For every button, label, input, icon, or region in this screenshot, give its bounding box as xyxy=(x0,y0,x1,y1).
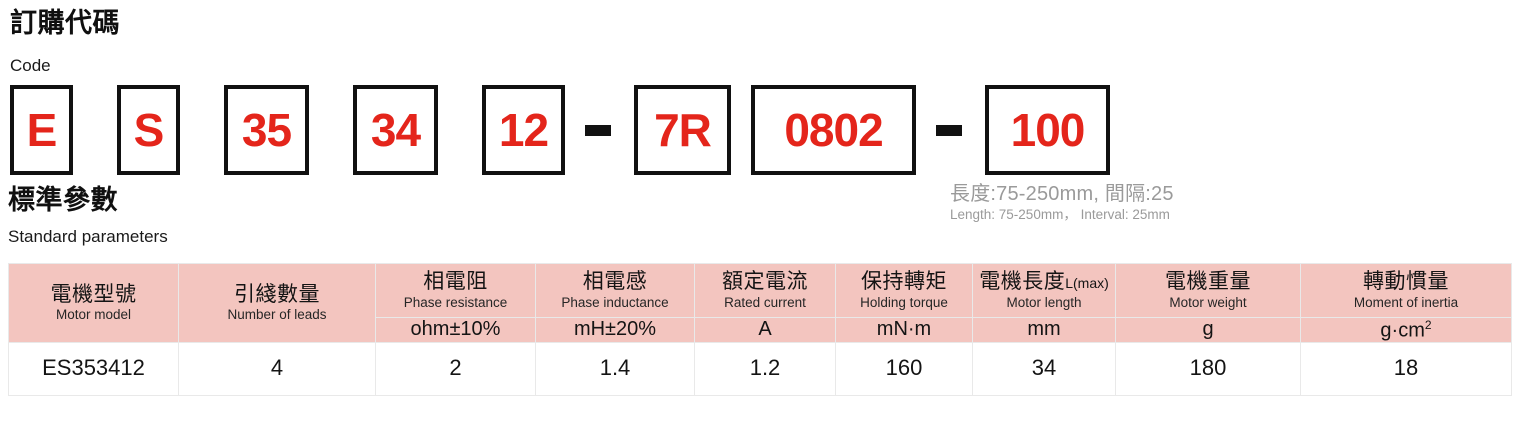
col-header-moment-of-inertia: 轉動慣量 Moment of inertia xyxy=(1300,263,1512,318)
cell-number-of-leads: 4 xyxy=(178,342,376,397)
col-header-motor-length-en: Motor length xyxy=(1006,294,1082,310)
code-box-4[interactable]: 34 xyxy=(353,85,438,175)
code-box-1[interactable]: E xyxy=(10,85,73,175)
standard-parameters-subtitle: Standard parameters xyxy=(8,227,168,246)
code-box-7[interactable]: 0802 xyxy=(751,85,916,175)
unit-motor-length: mm xyxy=(972,316,1116,344)
table-row: ES353412 4 2 1.4 1.2 160 34 180 18 xyxy=(8,342,1512,397)
code-box-3[interactable]: 35 xyxy=(224,85,309,175)
order-code-title: 訂購代碼 xyxy=(10,8,120,38)
order-code-boxes: E S 35 34 12 7R 0802 100 xyxy=(10,85,1130,175)
table-header-row-titles: 電機型號 Motor model 引綫數量 Number of leads 相電… xyxy=(8,262,1512,344)
col-header-phase-inductance-en: Phase inductance xyxy=(561,294,669,310)
col-header-motor-weight: 電機重量 Motor weight xyxy=(1115,263,1301,318)
col-header-motor-weight-en: Motor weight xyxy=(1169,294,1247,310)
code-box-2[interactable]: S xyxy=(117,85,180,175)
code-box-6[interactable]: 7R xyxy=(634,85,731,175)
code-separator-dash-1 xyxy=(585,124,611,136)
col-header-phase-resistance-cn: 相電阻 xyxy=(423,270,488,293)
length-note-cn: 長度:75-250mm, 間隔:25 xyxy=(950,183,1174,205)
col-header-phase-resistance: 相電阻 Phase resistance xyxy=(375,263,536,318)
col-header-holding-torque-en: Holding torque xyxy=(860,294,948,310)
col-header-rated-current-cn: 額定電流 xyxy=(722,270,808,293)
length-note-en: Length: 75-250mm， Interval: 25mm xyxy=(950,207,1170,222)
col-header-motor-model: 電機型號 Motor model xyxy=(8,262,179,344)
col-header-holding-torque: 保持轉矩 Holding torque xyxy=(835,263,973,318)
unit-moment-of-inertia-sup: 2 xyxy=(1424,317,1432,332)
code-box-4-value: 34 xyxy=(370,104,421,156)
unit-rated-current: A xyxy=(694,316,836,344)
col-header-moment-of-inertia-en: Moment of inertia xyxy=(1353,294,1459,310)
col-header-rated-current: 額定電流 Rated current xyxy=(694,263,836,318)
cell-motor-weight: 180 xyxy=(1115,342,1301,397)
unit-phase-resistance: ohm±10% xyxy=(375,316,536,344)
code-box-5[interactable]: 12 xyxy=(482,85,565,175)
cell-holding-torque: 160 xyxy=(835,342,973,397)
code-box-2-value: S xyxy=(133,104,165,156)
col-header-motor-weight-cn: 電機重量 xyxy=(1165,270,1251,293)
cell-moment-of-inertia: 18 xyxy=(1300,342,1512,397)
unit-moment-of-inertia: g·cm2 xyxy=(1300,316,1512,344)
col-header-number-of-leads-en: Number of leads xyxy=(227,307,327,323)
col-header-motor-length: 電機長度L(max) Motor length xyxy=(972,263,1116,318)
order-code-subtitle: Code xyxy=(10,56,51,75)
cell-motor-length: 34 xyxy=(972,342,1116,397)
code-box-5-value: 12 xyxy=(498,104,549,156)
code-box-6-value: 7R xyxy=(654,104,712,156)
col-header-moment-of-inertia-cn: 轉動慣量 xyxy=(1363,270,1449,293)
col-header-motor-length-sup: L(max) xyxy=(1065,275,1109,291)
col-header-phase-resistance-en: Phase resistance xyxy=(403,294,508,310)
code-box-1-value: E xyxy=(26,104,58,156)
code-box-8[interactable]: 100 xyxy=(985,85,1110,175)
unit-moment-of-inertia-text: g·cm xyxy=(1380,319,1425,342)
col-header-rated-current-en: Rated current xyxy=(724,294,806,310)
cell-phase-inductance: 1.4 xyxy=(535,342,695,397)
code-separator-dash-2 xyxy=(936,124,962,136)
cell-motor-model: ES353412 xyxy=(8,342,179,397)
standard-parameters-title: 標準參數 xyxy=(8,185,118,215)
col-header-phase-inductance: 相電感 Phase inductance xyxy=(535,263,695,318)
table-header-row-units: ohm±10% mH±20% A mN·m mm g g·cm2 xyxy=(9,316,1512,344)
standard-parameters-table: 電機型號 Motor model 引綫數量 Number of leads 相電… xyxy=(8,262,1512,397)
code-box-7-value: 0802 xyxy=(784,104,883,156)
code-box-3-value: 35 xyxy=(241,104,292,156)
length-note: 長度:75-250mm, 間隔:25 Length: 75-250mm， Int… xyxy=(950,183,1174,223)
col-header-number-of-leads-cn: 引綫數量 xyxy=(234,282,320,306)
cell-rated-current: 1.2 xyxy=(694,342,836,397)
unit-motor-weight: g xyxy=(1115,316,1301,344)
code-box-8-value: 100 xyxy=(1010,104,1086,156)
col-header-number-of-leads: 引綫數量 Number of leads xyxy=(178,262,376,344)
col-header-motor-model-en: Motor model xyxy=(55,307,132,323)
col-header-motor-model-cn: 電機型號 xyxy=(50,282,137,306)
unit-holding-torque: mN·m xyxy=(835,316,973,344)
cell-phase-resistance: 2 xyxy=(375,342,536,397)
col-header-phase-inductance-cn: 相電感 xyxy=(582,270,648,293)
col-header-motor-length-cn: 電機長度 xyxy=(979,270,1066,293)
unit-phase-inductance: mH±20% xyxy=(535,316,695,344)
col-header-holding-torque-cn: 保持轉矩 xyxy=(861,270,947,293)
